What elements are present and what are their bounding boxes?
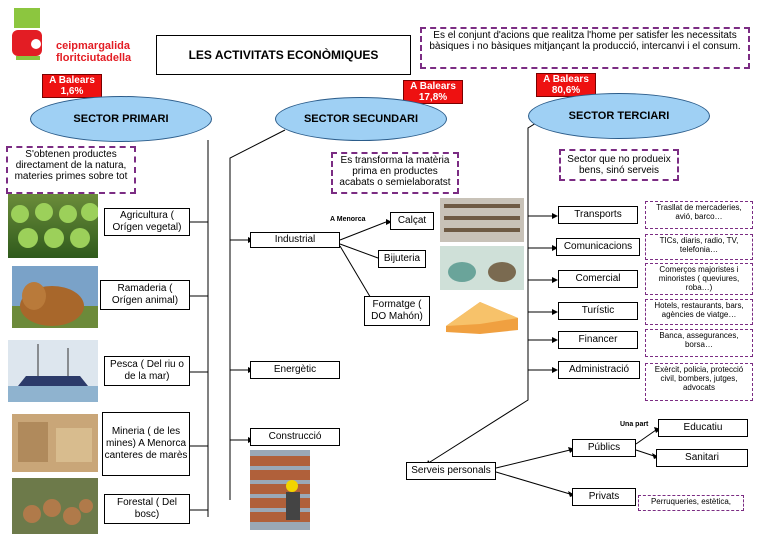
- industrial-item-formatge: Formatge ( DO Mahón): [364, 296, 430, 326]
- cow-image: [12, 266, 98, 328]
- primari-item-agricultura: Agricultura ( Orígen vegetal): [104, 208, 190, 236]
- sector-primari-oval: SECTOR PRIMARI: [30, 96, 212, 142]
- comunicacions-detail: TICs, diaris, radio, TV, telefonia…: [645, 234, 753, 260]
- terciari-item-administracio: Administració: [558, 361, 640, 379]
- primari-note: S'obtenen productes directament de la na…: [6, 146, 136, 194]
- sector-terciari-oval: SECTOR TERCIARI: [528, 93, 710, 139]
- primari-item-forestal: Forestal ( Del bosc): [104, 494, 190, 524]
- privats-box: Privats: [572, 488, 636, 506]
- financer-detail: Banca, assegurances, borsa…: [645, 329, 753, 357]
- administracio-detail: Exèrcit, policia, protecció civil, bombe…: [645, 363, 753, 401]
- secundari-item-energetic: Energètic: [250, 361, 340, 379]
- terciari-item-comunicacions: Comunicacions: [556, 238, 640, 256]
- primari-item-pesca: Pesca ( Del riu o de la mar): [104, 356, 190, 386]
- primari-badge: A Balears 1,6%: [42, 74, 102, 98]
- fishing-boat-image: [8, 340, 98, 402]
- terciari-item-financer: Financer: [558, 331, 638, 349]
- industrial-item-calcat: Calçat: [390, 212, 434, 230]
- page-title: LES ACTIVITATS ECONÒMIQUES: [156, 35, 411, 75]
- transports-detail: Trasllat de mercaderies, avió, barco…: [645, 201, 753, 229]
- secundari-item-industrial: Industrial: [250, 232, 340, 248]
- terciari-badge: A Balears 80,6%: [536, 73, 596, 97]
- privats-detail: Perruqueries, estètica,: [638, 495, 744, 511]
- lettuce-field-image: [8, 194, 98, 258]
- jewelry-image: [440, 246, 524, 290]
- secundari-note: Es transforma la matèria prima en produc…: [331, 152, 459, 194]
- sector-secundari-oval: SECTOR SECUNDARI: [275, 97, 447, 141]
- industrial-item-bijuteria: Bijuteria: [378, 250, 426, 268]
- publics-box: Públics: [572, 439, 636, 457]
- terciari-item-comercial: Comercial: [558, 270, 638, 288]
- comercial-detail: Comerços majoristes i minoristes ( quevi…: [645, 263, 753, 295]
- logo-text-line2: floritciutadella: [56, 52, 132, 64]
- secundari-item-construccio: Construcció: [250, 428, 340, 446]
- cheese-image: [440, 296, 524, 336]
- turistic-detail: Hotels, restaurants, bars, agències de v…: [645, 299, 753, 325]
- forest-logs-image: [12, 478, 98, 534]
- menorca-label: A Menorca: [330, 216, 366, 223]
- sanitari-box: Sanitari: [656, 449, 748, 467]
- terciari-item-turistic: Turístic: [558, 302, 638, 320]
- shoe-shop-image: [440, 198, 524, 242]
- definition-note: Es el conjunt d'acions que realitza l'ho…: [420, 27, 750, 69]
- quarry-image: [12, 414, 98, 472]
- educatiu-box: Educatiu: [658, 419, 748, 437]
- una-part-label: Una part: [620, 421, 649, 428]
- school-logo-icon: [10, 6, 50, 62]
- primari-item-mineria: Mineria ( de les mines) A Menorca canter…: [102, 412, 190, 476]
- construction-worker-image: [250, 450, 310, 530]
- secundari-badge: A Balears 17,8%: [403, 80, 463, 104]
- logo-text-line1: ceipmargalida: [56, 40, 130, 52]
- terciari-item-transports: Transports: [558, 206, 638, 224]
- serveis-personals-box: Serveis personals: [406, 462, 496, 480]
- primari-item-ramaderia: Ramaderia ( Orígen animal): [100, 280, 190, 310]
- terciari-note: Sector que no produeix bens, sinó servei…: [559, 149, 679, 181]
